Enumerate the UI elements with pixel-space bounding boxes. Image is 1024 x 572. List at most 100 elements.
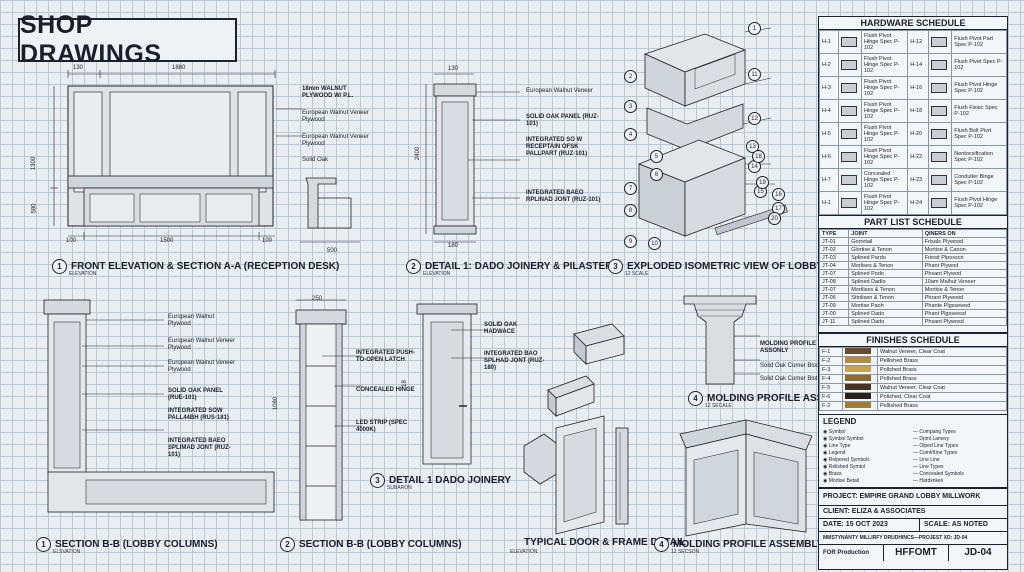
- legend-symbol-icon: —: [913, 450, 920, 456]
- legend-symbol-icon: ◉: [823, 436, 829, 442]
- table-cell: JT-09: [818, 301, 850, 310]
- hardware-code: H-12: [907, 30, 930, 54]
- door-frame-drawing: [523, 323, 629, 535]
- hinge-icon: [928, 30, 953, 54]
- dim-side: 2400: [415, 146, 422, 161]
- view-caption-9: 4 MOLDING PROFILE ASSEMBLY: [654, 537, 823, 552]
- table-cell: JT-00: [818, 309, 850, 318]
- table-cell: JT-01: [818, 237, 850, 246]
- dim-top: 250: [312, 296, 323, 302]
- drawing-scale: SCALE: AS NOTED: [924, 521, 988, 528]
- callout-bubble: 2: [624, 70, 637, 83]
- callout-bubble: 4: [624, 128, 637, 141]
- legend-symbol-icon: —: [913, 464, 920, 470]
- legend-symbol-icon: ◉: [823, 478, 829, 484]
- legend-symbol-icon: —: [913, 429, 920, 435]
- hardware-desc: Flush Pivot Part Spec P-102: [951, 30, 1007, 54]
- legend-item: — Coml/Kine Types: [913, 450, 1003, 457]
- hinge-icon: [838, 168, 862, 192]
- hardware-desc: Condulter Binge Spec P-102: [951, 168, 1007, 192]
- finish-desc: Pollshed Brass: [877, 374, 1007, 384]
- legend-label: Line Line: [919, 457, 940, 463]
- hardware-desc: Flush Fixiec Spec P-102: [951, 99, 1007, 123]
- hinge-icon: [928, 168, 953, 192]
- table-cell: Morlises & Tenon: [848, 261, 923, 270]
- note-veneer-2: European Walnut Veneer Plywood: [302, 134, 369, 147]
- note-walnut-veneer: European Walnut Veneer: [526, 88, 593, 94]
- finishes-title: FINISHES SCHEDULE: [819, 334, 1007, 347]
- finish-desc: Pellished Brass: [877, 401, 1007, 411]
- status-label: FOR Production: [819, 545, 884, 561]
- legend-item: ◉ Relished Symtol: [823, 464, 913, 471]
- hardware-desc: Flush Pivot Hinge Spec P-102: [860, 76, 909, 100]
- front-elevation-drawing: [50, 70, 302, 240]
- hardware-desc: Nentocsification Spec P-102: [951, 145, 1007, 169]
- callout-bubble: 16: [772, 188, 785, 201]
- callout-bubble: 11: [748, 68, 761, 81]
- note-integrated-bao: INTEGRATED BAO SPLHAD JONT (RUZ-180): [484, 351, 545, 371]
- legend-item: ◉ Symbol: [823, 429, 913, 436]
- legend-label: Brass: [828, 471, 842, 477]
- dado-joinery-drawing: [416, 303, 487, 465]
- table-cell: Phrant Plywood: [921, 293, 1008, 302]
- table-cell: Phant Plywod: [921, 261, 1008, 270]
- hardware-code: H-16: [907, 76, 930, 100]
- hardware-desc: Flush Pivot Hinge Spec P-102: [860, 191, 909, 215]
- view-subtitle: SUBARON: [387, 485, 412, 491]
- finish-swatch: [842, 392, 878, 402]
- finish-code: F-1: [819, 347, 843, 357]
- legend-label: Legend: [828, 450, 846, 456]
- note-corner-bloth: Solid Oak Comer Bloth: [760, 376, 822, 382]
- hardware-desc: Flush Pivot Hinge Spec P-102: [860, 99, 909, 123]
- view-number: 2: [280, 537, 295, 552]
- legend-item: ◉ Brass: [823, 471, 913, 478]
- client-name: CLIENT: ELIZA & ASSOCIATES: [819, 506, 1007, 519]
- note-led-strip: LED STRIP (SPEC 4000K): [356, 420, 408, 433]
- legend-label: Compang Types: [919, 429, 956, 435]
- project-reference: MMSTYNANTY MILLIRFY DRUDHINCS—PROJEST XD…: [819, 532, 1007, 545]
- finish-code: F-5: [819, 383, 843, 393]
- note-concealed-hinge: CONCEALED HINGE: [356, 387, 415, 393]
- finish-desc: Polished, Clear Coat: [877, 392, 1007, 402]
- legend-symbol-icon: ◉: [823, 457, 829, 463]
- table-cell: Glortise & Tenon: [848, 245, 923, 254]
- legend-label: Line Type: [828, 443, 851, 449]
- dim-bottom-2: 1500: [160, 238, 174, 244]
- hinge-icon: [928, 76, 953, 100]
- view-number: 3: [370, 473, 385, 488]
- dim-section: 500: [327, 248, 338, 254]
- legend-item: — Hardxnkes: [913, 478, 1003, 485]
- table-cell: JT-07: [818, 285, 850, 294]
- hardware-code: H-24: [907, 191, 930, 215]
- note-veneer-b: European Walnut Veneer Plywood: [168, 360, 235, 373]
- hardware-code: H-1: [819, 191, 839, 215]
- dim-top-2: 1880: [172, 65, 186, 71]
- dim-bottom: 180: [448, 243, 459, 249]
- table-cell: JT-04: [818, 261, 850, 270]
- legend-item: — Concealed Symbols: [913, 471, 1003, 478]
- dim-bottom-1: 100: [66, 238, 77, 244]
- legend-symbol-icon: ◉: [823, 443, 829, 449]
- hardware-desc: Concealed Hinge Spec P-102: [860, 168, 909, 192]
- finish-code: F-4: [819, 374, 843, 384]
- hardware-desc: Flush Pivot Hinge Spec P-102: [951, 76, 1007, 100]
- hinge-icon: [928, 99, 953, 123]
- view-caption-2: 2 DETAIL 1: DADO JOINERY & PILASTER: [406, 259, 612, 274]
- hardware-desc: Flush Pivot Hinge Spec P-102: [860, 145, 909, 169]
- hardware-desc: Flush Pivot Hinge Spec P-102: [860, 122, 909, 146]
- hardware-code: H-6: [819, 145, 839, 169]
- molding-corner-drawing: [679, 419, 813, 537]
- finish-desc: Pellished Brass: [877, 356, 1007, 366]
